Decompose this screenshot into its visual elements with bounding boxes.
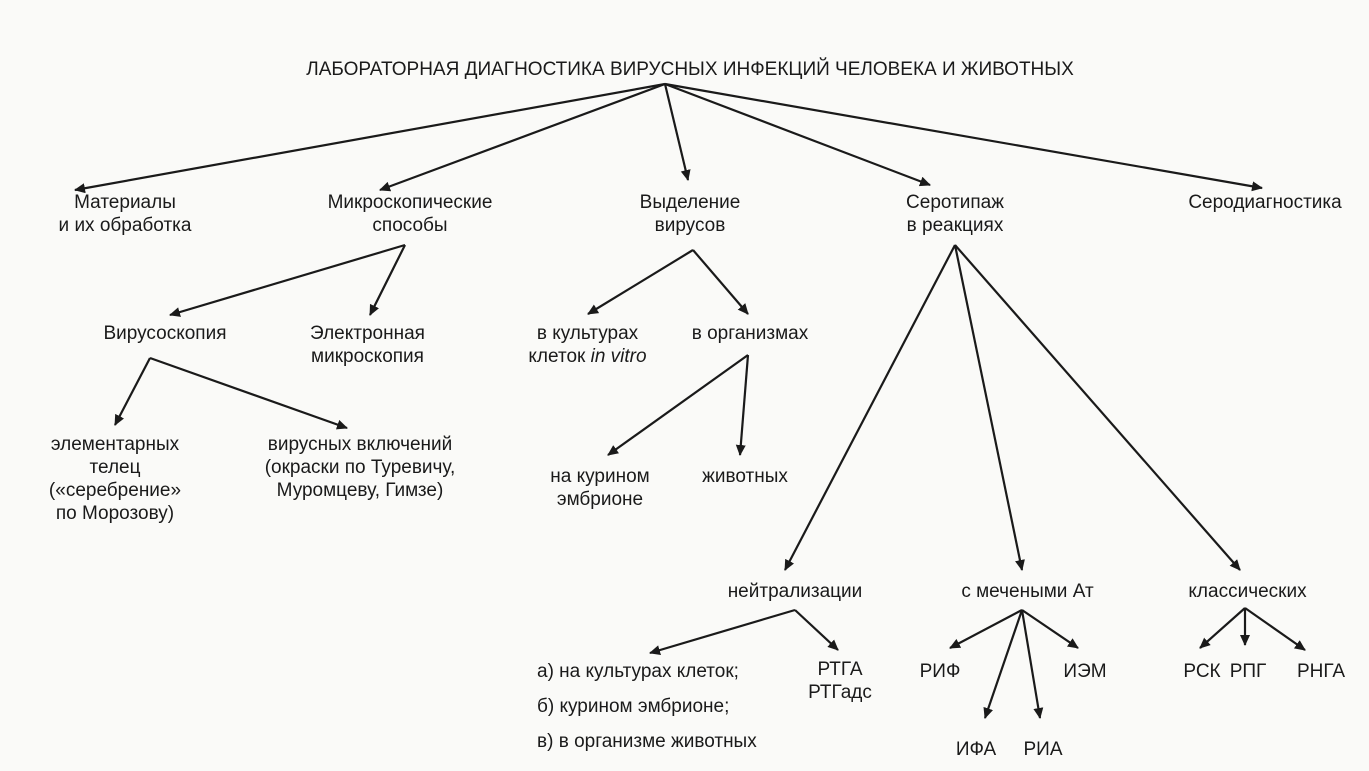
node-rif: РИФ xyxy=(919,661,961,682)
arrow-labeled-to-ifa xyxy=(983,609,1024,719)
arrow-root-to-serodiagnostics xyxy=(664,82,1263,192)
node-rtga: РТГА РТГадс xyxy=(808,659,872,703)
arrow-microscopy-to-electron xyxy=(369,244,406,316)
arrow-virusoscopy-to-elementary xyxy=(114,357,151,426)
node-cell-cultures: в культурах клеток in vitro xyxy=(505,322,670,368)
in-vitro-text: in vitro xyxy=(590,346,647,367)
node-iem: ИЭМ xyxy=(1063,661,1107,682)
arrow-classic-to-rsk xyxy=(1199,607,1246,649)
node-elementary-bodies: элементарных телец («серебрение» по Моро… xyxy=(48,434,182,524)
arrow-neutralization-to-rtga xyxy=(794,609,839,651)
node-ifa: ИФА xyxy=(955,739,997,760)
arrow-labeled-to-rif xyxy=(949,609,1023,649)
neutralization-item-b: б) курином эмбрионе; xyxy=(537,696,730,717)
arrow-labeled-to-ria xyxy=(1020,609,1044,719)
neutralization-item-a: а) на культурах клеток; xyxy=(537,661,739,682)
arrow-serotyping-to-classic xyxy=(954,244,1241,571)
arrow-serotyping-to-neutralization xyxy=(784,244,956,571)
node-electron-microscopy: Электронная микроскопия xyxy=(310,323,425,367)
arrow-isolation-to-organisms xyxy=(692,249,749,315)
node-rpg: РПГ xyxy=(1229,661,1267,682)
node-chicken-embryo: на курином эмбрионе xyxy=(550,466,650,510)
node-ria: РИА xyxy=(1023,739,1063,760)
arrow-labeled-to-iem xyxy=(1021,609,1079,649)
node-labeled-antibodies: с мечеными Ат xyxy=(961,581,1094,602)
arrow-microscopy-to-virusoscopy xyxy=(169,243,406,317)
node-virusoscopy: Вирусоскопия xyxy=(103,323,227,344)
arrow-neutralization-to-cultures-list xyxy=(649,608,796,655)
arrow-root-to-isolation xyxy=(663,83,691,181)
arrow-root-to-materials xyxy=(74,82,666,194)
node-serodiagnostics: Серодиагностика xyxy=(1188,192,1342,213)
diagram-title: ЛАБОРАТОРНАЯ ДИАГНОСТИКА ВИРУСНЫХ ИНФЕКЦ… xyxy=(306,59,1074,80)
cell-cultures-text: в культурах клеток xyxy=(528,323,639,367)
node-serotyping: Серотипаж в реакциях xyxy=(906,192,1004,236)
node-materials: Материалы и их обработка xyxy=(58,192,192,236)
arrow-organisms-to-animals xyxy=(735,354,750,456)
node-neutralization: нейтрализации xyxy=(727,581,863,602)
arrow-isolation-to-cultures xyxy=(587,249,694,315)
arrow-organisms-to-embryo xyxy=(607,354,749,456)
arrow-root-to-microscopy xyxy=(379,82,666,192)
node-animals: животных xyxy=(702,466,788,487)
arrow-virusoscopy-to-inclusions xyxy=(149,356,348,430)
arrow-classic-to-rnga xyxy=(1244,607,1306,651)
node-organisms: в организмах xyxy=(691,323,809,344)
node-rsk: РСК xyxy=(1183,661,1221,682)
node-isolation: Выделение вирусов xyxy=(639,192,741,236)
node-classic: классических xyxy=(1188,581,1307,602)
node-rnga: РНГА xyxy=(1296,661,1346,682)
arrow-root-to-serotyping xyxy=(664,82,931,187)
neutralization-item-c: в) в организме животных xyxy=(537,731,757,752)
arrow-serotyping-to-labeled xyxy=(953,244,1025,571)
node-viral-inclusions: вирусных включений (окраски по Туревичу,… xyxy=(264,434,456,501)
node-microscopy: Микроскопические способы xyxy=(327,192,493,236)
